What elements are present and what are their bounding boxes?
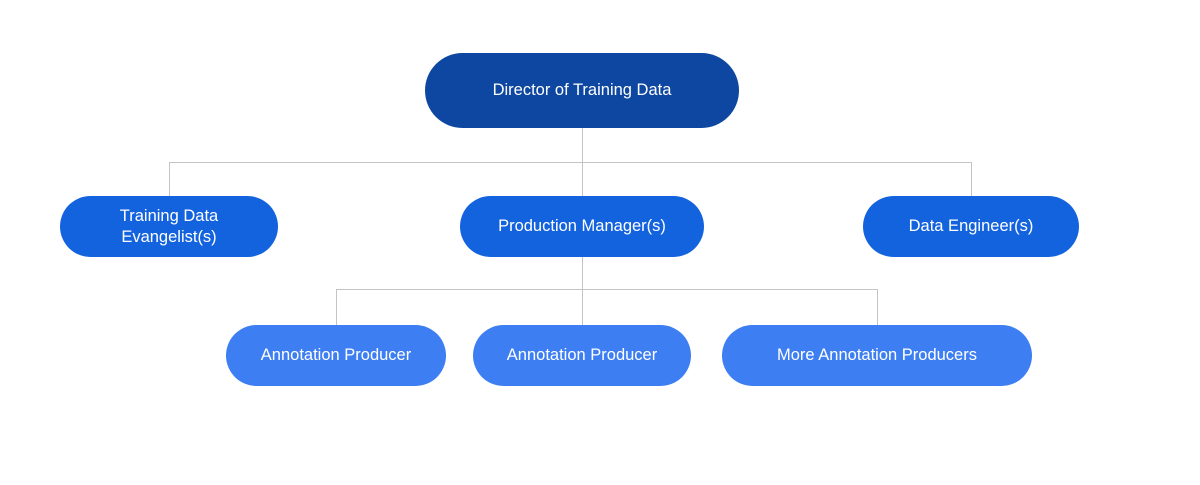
org-node-data-engineers: Data Engineer(s) [863,196,1079,257]
connector-ap1-drop [336,289,337,325]
org-node-annotation-producer-2: Annotation Producer [473,325,691,386]
connector-prod-mgr-drop [582,162,583,196]
org-node-director-of-training-data: Director of Training Data [425,53,739,128]
org-node-training-data-evangelists: Training Data Evangelist(s) [60,196,278,257]
connector-evangelist-drop [169,162,170,196]
connector-prod-mgr-down [582,257,583,289]
connector-more-ap-drop [877,289,878,325]
connector-data-eng-drop [971,162,972,196]
connector-ap2-drop [582,289,583,325]
org-node-more-annotation-producers: More Annotation Producers [722,325,1032,386]
connector-level2-horizontal [169,162,972,163]
connector-level3-horizontal [336,289,878,290]
org-node-annotation-producer-1: Annotation Producer [226,325,446,386]
connector-root-drop [582,128,583,162]
org-node-production-managers: Production Manager(s) [460,196,704,257]
